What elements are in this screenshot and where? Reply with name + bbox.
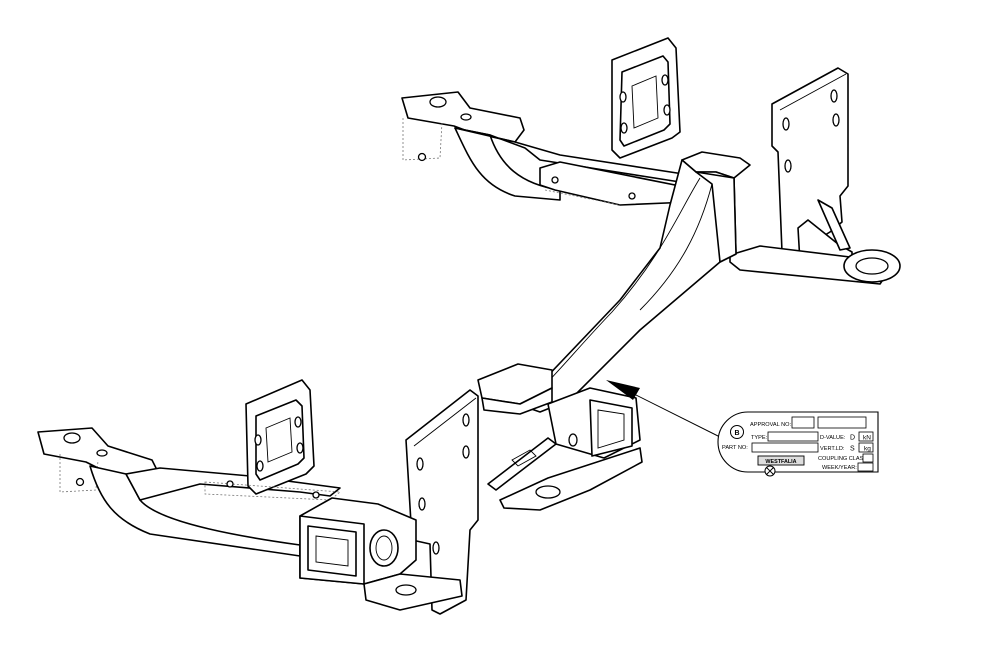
dvalue-unit: kN xyxy=(863,435,871,442)
vertld-unit: kg xyxy=(864,446,871,453)
type-plate-label: B APPROVAL NO: TYPE: D-VALUE: D kN PART … xyxy=(717,411,879,477)
coupling-label: COUPLING CLASS: xyxy=(818,456,869,462)
vertld-label: VERT.LD: xyxy=(820,446,845,452)
front-gasket-plate xyxy=(245,379,315,495)
front-receiver-tube xyxy=(299,497,463,611)
front-side-plate xyxy=(405,389,479,615)
rear-left-mount-bracket xyxy=(401,91,691,201)
rear-right-side-plate xyxy=(729,67,901,285)
part-label: PART NO: xyxy=(722,445,748,451)
rear-gasket-plate xyxy=(611,37,681,159)
approval-field-2 xyxy=(817,416,867,429)
emblem-letter: B xyxy=(734,430,739,437)
week-label: WEEK/YEAR: xyxy=(822,465,857,471)
vertld-symbol: S xyxy=(850,446,855,453)
dvalue-symbol: D xyxy=(850,435,855,442)
dvalue-field xyxy=(858,431,874,442)
vertld-field xyxy=(858,442,874,453)
dvalue-label: D-VALUE: xyxy=(820,435,846,441)
week-field xyxy=(857,462,874,472)
coupling-field xyxy=(862,453,874,463)
approval-label: APPROVAL NO: xyxy=(750,422,791,428)
brand-logo: WESTFALIA xyxy=(765,459,796,465)
brand-logo-box xyxy=(757,455,805,466)
part-field xyxy=(751,442,819,453)
type-label: TYPE: xyxy=(751,435,768,441)
type-field xyxy=(767,431,819,442)
main-cross-beam xyxy=(519,151,751,413)
emblem-icon xyxy=(730,425,744,439)
rear-cross-bar xyxy=(539,161,691,206)
front-left-mount-bracket xyxy=(37,427,341,557)
center-receiver xyxy=(477,363,643,511)
approval-field-1 xyxy=(791,416,815,429)
leader-arrow xyxy=(606,380,731,443)
